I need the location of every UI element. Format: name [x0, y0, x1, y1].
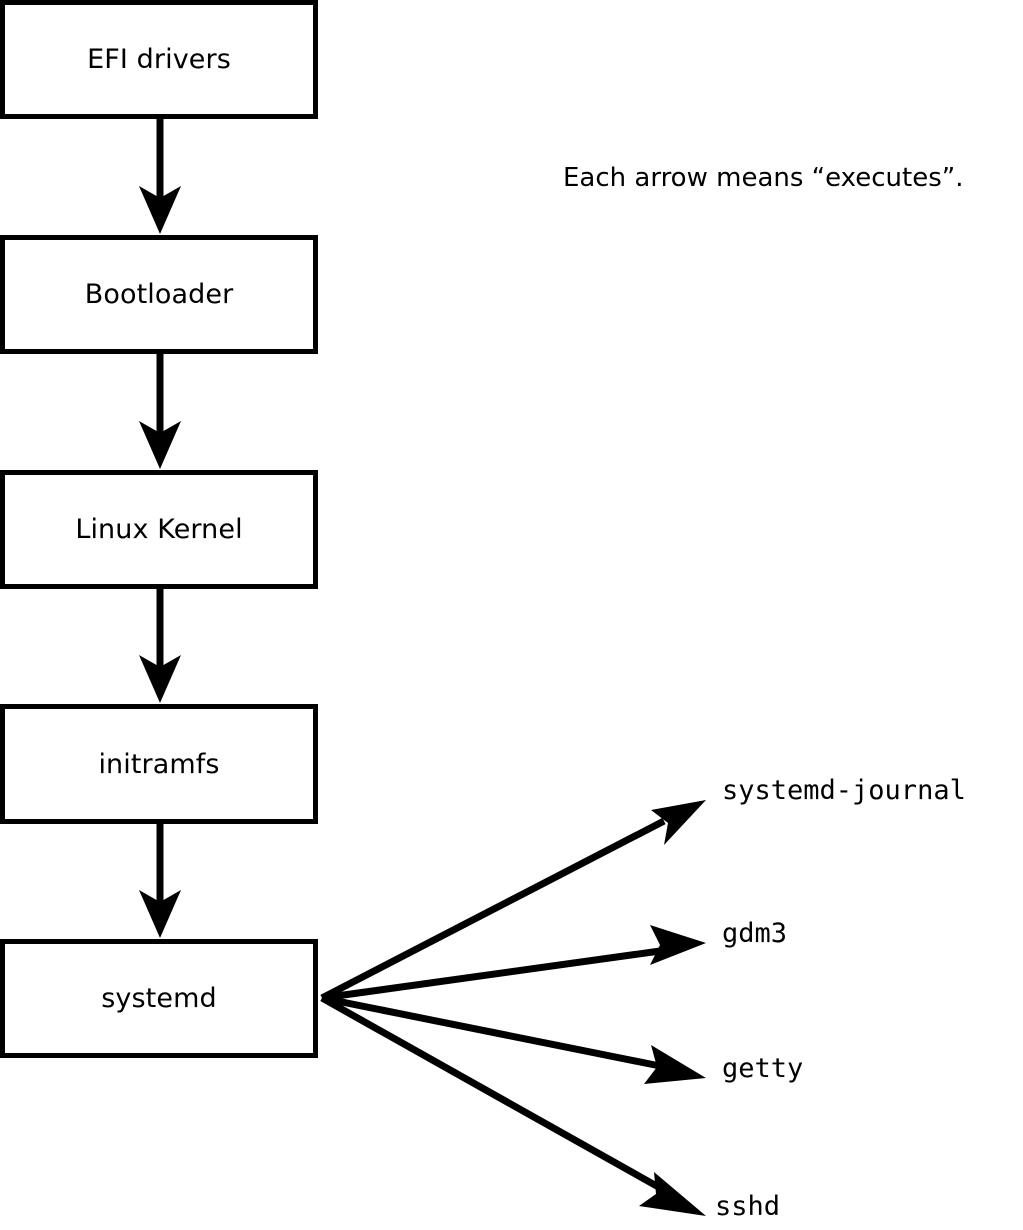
- node-label-efi-drivers: EFI drivers: [87, 44, 231, 75]
- node-efi-drivers[interactable]: EFI drivers: [0, 0, 318, 119]
- arrow-systemd-to-gdm3: [321, 925, 706, 1002]
- node-label-initramfs: initramfs: [98, 748, 220, 780]
- arrow-kernel-to-initramfs: [139, 589, 181, 703]
- arrow-initramfs-to-systemd: [139, 824, 181, 938]
- leaf-label-systemd-journal: systemd-journal: [722, 775, 966, 806]
- leaf-label-gdm3: gdm3: [722, 918, 788, 949]
- leaf-label-getty: getty: [722, 1053, 804, 1084]
- arrow-bootloader-to-kernel: [139, 354, 181, 469]
- node-label-linux-kernel: Linux Kernel: [75, 514, 243, 545]
- arrow-systemd-to-getty: [321, 994, 706, 1084]
- leaf-label-sshd: sshd: [715, 1191, 781, 1222]
- arrow-efi-to-bootloader: [139, 119, 181, 234]
- node-systemd[interactable]: systemd: [0, 939, 318, 1058]
- arrow-systemd-to-sshd: [320, 994, 706, 1216]
- node-bootloader[interactable]: Bootloader: [0, 235, 318, 354]
- node-linux-kernel[interactable]: Linux Kernel: [0, 470, 318, 589]
- node-label-systemd: systemd: [101, 983, 217, 1014]
- arrow-systemd-to-systemd-journal: [320, 800, 706, 1002]
- node-label-bootloader: Bootloader: [84, 279, 234, 310]
- node-initramfs[interactable]: initramfs: [0, 704, 318, 824]
- diagram-caption: Each arrow means “executes”.: [563, 163, 964, 193]
